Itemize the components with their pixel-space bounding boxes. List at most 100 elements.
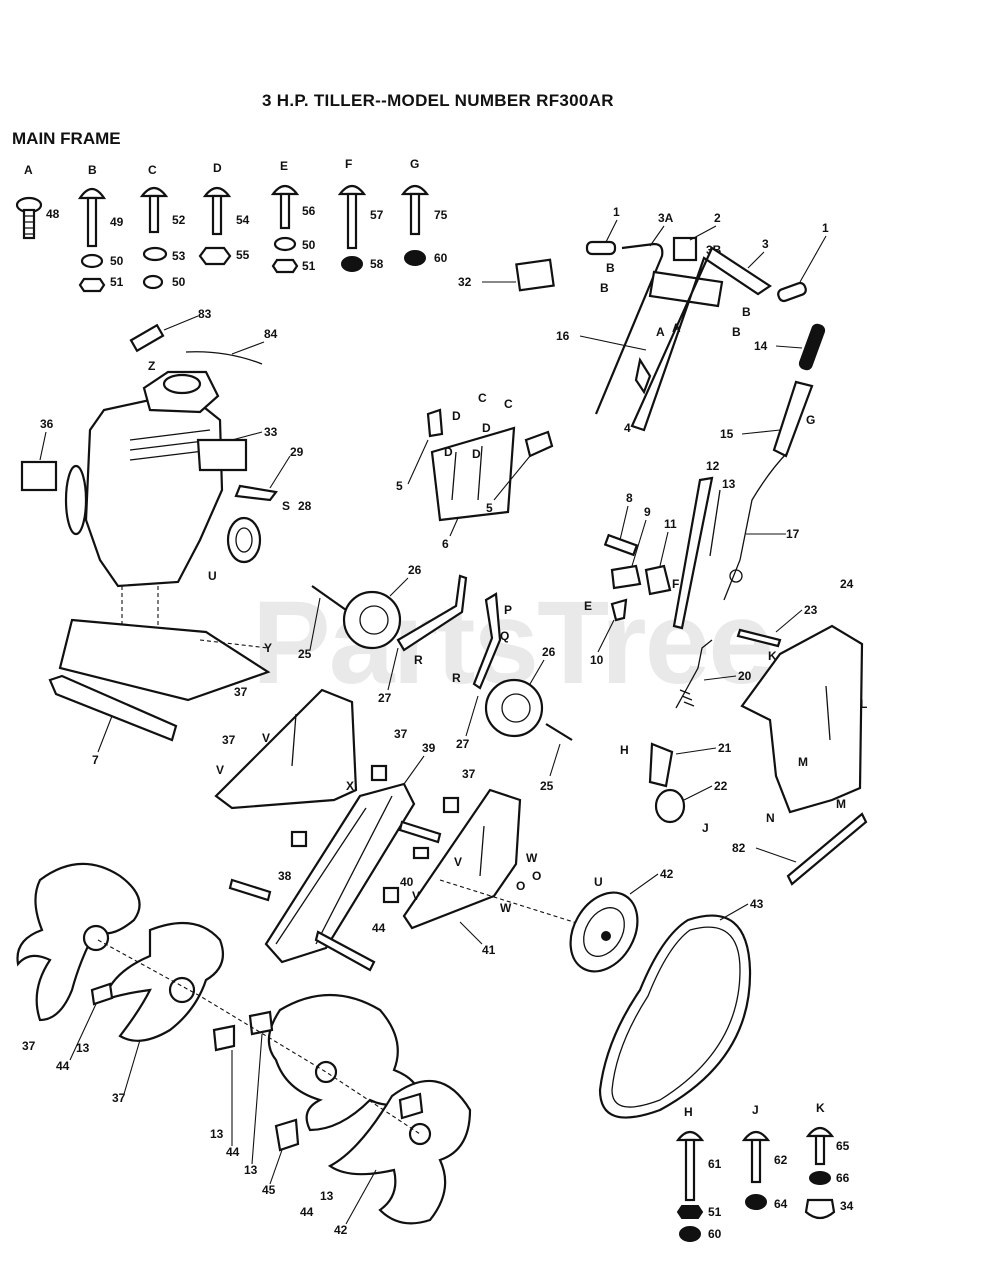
callout-42: 43	[750, 897, 764, 911]
callout-37c: 38	[278, 869, 292, 883]
engine-block-icon	[84, 398, 224, 588]
callout-27b: 27	[456, 737, 470, 751]
clip-5b-icon	[524, 430, 554, 458]
handle-assembly: 1 3A 2 3B 3 1 B B B B A A 16 4 14 15 G 3…	[458, 205, 829, 458]
ref-d3: D	[444, 445, 453, 459]
bolt-54-icon	[202, 186, 232, 236]
hw-letter-f: F	[345, 157, 352, 171]
part-53-label: 53	[172, 249, 186, 263]
bracket-6-icon	[430, 426, 516, 522]
callout-36: 37	[222, 733, 236, 747]
callout-29: 29	[290, 445, 304, 459]
recoil-icon	[64, 464, 88, 536]
hw-letter-k: K	[816, 1101, 825, 1115]
callout-84: 84	[264, 327, 278, 341]
rod-84-icon	[185, 351, 263, 365]
hub-2-icon	[168, 976, 196, 1004]
callout-83: 83	[198, 307, 212, 321]
clutch-parts: 8 9 11 F E 10 12 13 17 20 H 21 22 J 23	[584, 451, 868, 886]
lever-15-icon	[772, 380, 814, 458]
ref-a2: A	[672, 321, 681, 335]
callout-21: 21	[718, 741, 732, 755]
tine-43-icon	[327, 1079, 472, 1225]
ref-e: E	[584, 599, 592, 613]
callout-6: 6	[442, 537, 449, 551]
callout-39: 40	[400, 875, 414, 889]
ref-z: Z	[148, 359, 155, 373]
spring-20-icon	[675, 639, 713, 709]
plate-2-icon	[672, 236, 698, 262]
hub-icon	[82, 924, 110, 952]
part-54-label: 54	[236, 213, 250, 227]
wheels: 25 26 R 27 P Q R 27 26 25	[298, 563, 573, 793]
ref-l: L	[860, 697, 867, 711]
hw-letter-a: A	[24, 163, 33, 177]
ref-g: G	[806, 413, 815, 427]
bushing-37b-icon	[442, 796, 460, 814]
callout-27: 27	[378, 691, 392, 705]
depth-bracket: C C D D D D 5 5 6	[396, 391, 554, 551]
bolt-62-icon	[741, 1130, 771, 1184]
callout-43: 42	[334, 1223, 348, 1237]
part-51c-label: 51	[708, 1205, 722, 1219]
callout-38: 39	[422, 741, 436, 755]
latch-4-icon	[634, 357, 652, 395]
callout-32: 36	[40, 417, 54, 431]
axle-27-icon	[396, 574, 468, 652]
callout-22: 22	[714, 779, 728, 793]
callout-45: 45	[262, 1183, 276, 1197]
washer-66-icon	[809, 1171, 831, 1185]
callout-37b: 37	[462, 767, 476, 781]
ref-d4: D	[472, 447, 481, 461]
bolt-13d-icon	[398, 1092, 424, 1120]
ref-s: S	[282, 499, 290, 513]
spring-10-icon	[610, 598, 628, 622]
bushing-37c-icon	[290, 830, 308, 848]
bolt-48-icon	[15, 196, 43, 240]
bolt-56-icon	[270, 184, 300, 230]
callout-41: 42	[660, 867, 674, 881]
ref-c2: C	[504, 397, 513, 411]
strip-82-icon	[786, 812, 868, 886]
bolt-57-icon	[337, 184, 367, 250]
main-frame: Y 37 7	[48, 618, 272, 767]
shaft-icon	[398, 820, 442, 844]
part-58-label: 58	[370, 257, 384, 271]
frame-33-icon	[58, 618, 271, 702]
idler-22-icon	[654, 788, 686, 824]
tines: 37 37 13 44 45 13 44 13 42 13 44	[16, 862, 472, 1237]
ref-d1: D	[452, 409, 461, 423]
callout-5: 5	[396, 479, 403, 493]
tine-47-icon	[16, 862, 141, 1022]
bolt-52-icon	[139, 186, 169, 234]
pulley-28-icon	[226, 516, 262, 564]
part-60b-label: 60	[708, 1227, 722, 1241]
ref-r1: R	[414, 653, 423, 667]
callout-13: 13	[722, 477, 736, 491]
bolt-25-icon	[311, 585, 347, 611]
bracket-83-icon	[129, 323, 165, 353]
clip-29-icon	[234, 484, 278, 502]
crossbar-icon	[648, 270, 724, 308]
part-60-label: 60	[434, 251, 448, 265]
callout-26: 26	[408, 563, 422, 577]
ref-k: K	[768, 649, 777, 663]
callout-30: 32	[458, 275, 472, 289]
callout-13d: 13	[320, 1189, 334, 1203]
ref-c1: C	[478, 391, 487, 405]
hw-letter-j: J	[752, 1103, 759, 1117]
nut-51-icon	[271, 258, 299, 274]
bushing-37d-icon	[382, 886, 400, 904]
bushing-37-icon	[370, 764, 388, 782]
ref-u1: U	[208, 569, 217, 583]
ref-p: P	[504, 603, 512, 617]
belt-42-icon	[598, 914, 752, 1119]
part-64-label: 64	[774, 1197, 788, 1211]
washer-50-icon	[273, 236, 297, 252]
callout-14: 14	[754, 339, 768, 353]
ref-u2: U	[594, 875, 603, 889]
ref-o1: O	[532, 869, 541, 883]
bolt-13b-icon	[212, 1024, 236, 1052]
bolt-65-icon	[805, 1126, 835, 1166]
